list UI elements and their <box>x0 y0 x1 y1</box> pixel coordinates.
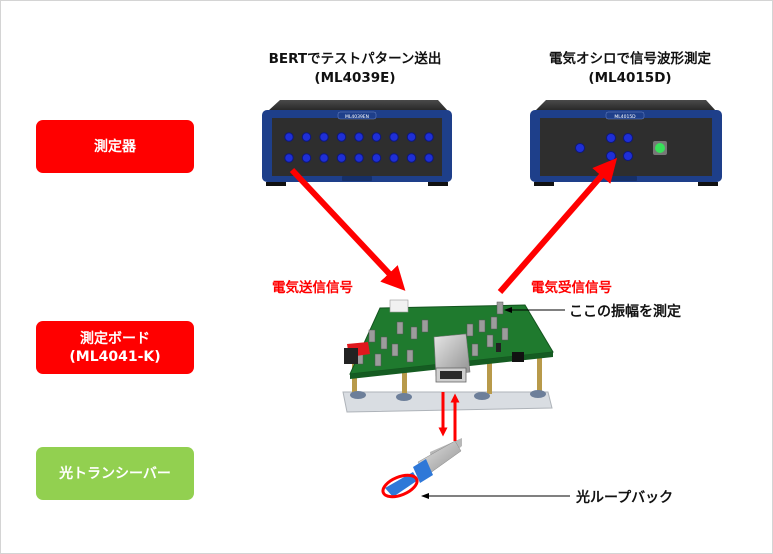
bert-port <box>406 132 417 142</box>
scope-panel-label: ML4015D <box>614 114 636 120</box>
scope-caption-line2: (ML4015D) <box>588 70 672 86</box>
sma-connector <box>501 327 509 341</box>
label-instrument: 測定器 <box>36 120 194 173</box>
sma-connector <box>380 336 388 350</box>
bert-port <box>424 132 434 142</box>
transmit-signal-label: 電気送信信号 <box>272 280 353 296</box>
sma-connector <box>490 316 498 330</box>
receive-signal-label: 電気受信信号 <box>531 280 612 296</box>
sma-connector <box>406 349 414 363</box>
sma-connector <box>471 343 479 357</box>
oscilloscope-device: ML4015D <box>530 100 722 186</box>
label-board-line1: 測定ボード <box>80 330 150 347</box>
sma-connector <box>486 334 494 348</box>
bert-port <box>406 153 417 163</box>
measure-here-note: ここの振幅を測定 <box>569 304 681 320</box>
board-sma-connectors <box>356 301 509 367</box>
sma-connector <box>478 319 486 333</box>
bert-port <box>301 132 312 142</box>
bert-port <box>424 153 434 163</box>
bert-port <box>354 132 364 142</box>
label-board-line2: (ML4041-K) <box>69 348 161 365</box>
optical-transceiver <box>381 438 462 499</box>
transmit-arrow <box>289 167 406 291</box>
bert-ports <box>284 132 434 163</box>
bert-device: ML4039EN <box>262 100 452 186</box>
label-instrument-text: 測定器 <box>94 138 136 155</box>
sma-connector <box>374 353 382 367</box>
bert-port <box>301 153 312 163</box>
bert-port <box>336 132 347 142</box>
optical-loopback-note: 光ループバック <box>576 490 674 506</box>
sma-connector <box>396 321 404 335</box>
bert-port <box>354 153 364 163</box>
bert-caption: BERTでテストパターン送出 (ML4039E) <box>230 50 480 88</box>
sma-connector <box>391 343 399 357</box>
bert-port <box>336 153 347 163</box>
label-optical-transceiver: 光トランシーバー <box>36 447 194 500</box>
bert-port <box>284 153 294 163</box>
bert-port <box>319 132 329 142</box>
sma-connector <box>410 326 418 340</box>
sma-connector <box>368 329 376 343</box>
bert-port <box>371 132 382 142</box>
label-measurement-board: 測定ボード (ML4041-K) <box>36 321 194 374</box>
scope-caption: 電気オシロで信号波形測定 (ML4015D) <box>505 50 755 88</box>
bert-caption-line1: BERTでテストパターン送出 <box>268 51 442 67</box>
loopback-circle <box>381 473 419 499</box>
bert-port <box>319 153 329 163</box>
bert-panel-label: ML4039EN <box>345 114 369 120</box>
bert-port <box>371 153 382 163</box>
bert-port <box>284 132 294 142</box>
bert-port <box>389 153 399 163</box>
sma-connector <box>466 323 474 337</box>
bert-port <box>389 132 399 142</box>
scope-caption-line1: 電気オシロで信号波形測定 <box>549 51 711 67</box>
bert-caption-line2: (ML4039E) <box>314 70 396 86</box>
receive-arrow <box>497 157 618 294</box>
measurement-board <box>342 299 554 413</box>
sma-connector <box>496 301 504 315</box>
scope-ports <box>575 133 667 161</box>
sma-connector <box>421 319 429 333</box>
label-transceiver-text: 光トランシーバー <box>59 465 171 482</box>
